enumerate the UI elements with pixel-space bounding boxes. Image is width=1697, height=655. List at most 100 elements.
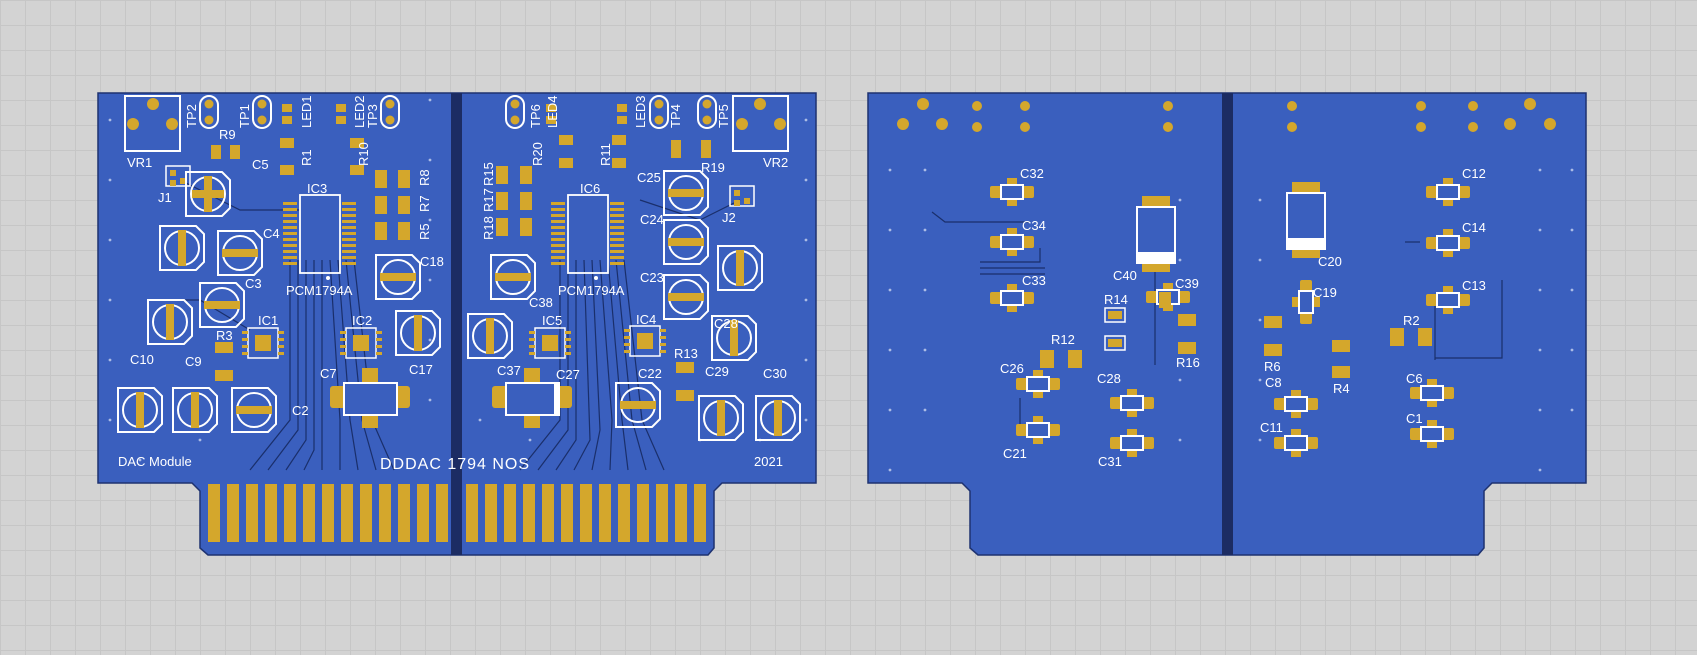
svg-text:C28: C28 [714,316,738,331]
svg-text:TP4: TP4 [668,104,683,128]
svg-text:VR2: VR2 [763,155,788,170]
chip-ic1[interactable] [242,327,284,359]
svg-text:C39: C39 [1175,276,1199,291]
svg-text:C25: C25 [637,170,661,185]
svg-text:PCM1794A: PCM1794A [286,283,353,298]
regulator-c27[interactable] [492,368,572,428]
svg-text:C18: C18 [420,254,444,269]
back-traces [931,211,1503,430]
svg-text:R4: R4 [1333,381,1350,396]
svg-text:C29: C29 [705,364,729,379]
regulator-c7[interactable] [330,368,410,428]
edge-finger [504,484,516,542]
svg-text:IC4: IC4 [636,312,656,327]
svg-text:R13: R13 [674,346,698,361]
svg-text:LED1: LED1 [299,95,314,128]
year-label: 2021 [754,454,783,469]
svg-text:C4: C4 [263,226,280,241]
svg-text:C24: C24 [640,212,664,227]
edge-finger [208,484,220,542]
edge-finger [637,484,649,542]
svg-text:IC6: IC6 [580,181,600,196]
svg-text:C22: C22 [638,366,662,381]
back-via-grid [888,168,1574,472]
svg-text:R15: R15 [481,162,496,186]
svg-text:C6: C6 [1406,371,1423,386]
svg-text:IC1: IC1 [258,313,278,328]
svg-text:C17: C17 [409,362,433,377]
svg-text:C2: C2 [292,403,309,418]
front-silkscreen: VR1 VR2 TP2 TP1 LED1 LED2 TP3 TP6 LED4 L… [118,95,788,473]
svg-text:C26: C26 [1000,361,1024,376]
edge-finger [341,484,353,542]
svg-text:C12: C12 [1462,166,1486,181]
svg-text:R14: R14 [1104,292,1128,307]
chip-ic5[interactable] [529,327,571,359]
test-points[interactable] [199,95,717,129]
svg-text:LED2: LED2 [352,95,367,128]
svg-text:PCM1794A: PCM1794A [558,283,625,298]
svg-text:R5: R5 [417,223,432,240]
edge-finger [227,484,239,542]
back-board: C32 C34 C33 C40 C39 R14 R16 R12 C26 C28 … [867,92,1587,556]
svg-text:C19: C19 [1313,285,1337,300]
edge-finger [656,484,668,542]
trimmer-vr2[interactable] [732,95,789,152]
svg-text:C10: C10 [130,352,154,367]
edge-finger [436,484,448,542]
svg-text:C31: C31 [1098,454,1122,469]
svg-text:C1: C1 [1406,411,1423,426]
edge-finger [398,484,410,542]
svg-text:R6: R6 [1264,359,1281,374]
edge-finger [379,484,391,542]
svg-text:C30: C30 [763,366,787,381]
board-title: DDDAC 1794 NOS [380,456,530,473]
svg-text:C23: C23 [640,270,664,285]
connector-j2[interactable] [729,185,755,207]
svg-text:C40: C40 [1113,268,1137,283]
edge-finger [675,484,687,542]
svg-text:C5: C5 [252,157,269,172]
smd-small-parts [211,104,711,401]
svg-text:R11: R11 [598,143,613,166]
svg-text:TP1: TP1 [237,104,252,128]
svg-text:TP6: TP6 [528,104,543,128]
edge-finger [599,484,611,542]
edge-connector [208,484,706,542]
svg-text:C38: C38 [529,295,553,310]
svg-text:C37: C37 [497,363,521,378]
chip-ic4[interactable] [624,325,666,357]
front-center-divider [451,93,462,555]
svg-text:IC2: IC2 [352,313,372,328]
svg-text:R2: R2 [1403,313,1420,328]
front-capacitors [117,170,801,441]
chip-ic6[interactable] [551,194,624,280]
edge-finger [618,484,630,542]
front-traces [150,179,741,471]
svg-text:C34: C34 [1022,218,1046,233]
svg-text:C20: C20 [1318,254,1342,269]
edge-finger [265,484,277,542]
edge-finger [580,484,592,542]
svg-text:R18: R18 [481,216,496,240]
svg-text:C3: C3 [245,276,262,291]
tantalum-c40[interactable] [1136,196,1176,272]
chip-ic2[interactable] [340,327,382,359]
tantalum-c20[interactable] [1286,182,1326,258]
back-through-holes [897,98,1556,132]
svg-text:R12: R12 [1051,332,1075,347]
svg-text:C13: C13 [1462,278,1486,293]
svg-text:TP3: TP3 [365,104,380,128]
connector-j1[interactable] [165,165,191,187]
module-label: DAC Module [118,454,192,469]
edge-finger [246,484,258,542]
edge-finger [322,484,334,542]
svg-text:C28: C28 [1097,371,1121,386]
svg-text:VR1: VR1 [127,155,152,170]
svg-text:TP5: TP5 [716,104,731,128]
edge-finger [303,484,315,542]
chip-ic3[interactable] [283,194,356,280]
trimmer-vr1[interactable] [124,95,181,152]
